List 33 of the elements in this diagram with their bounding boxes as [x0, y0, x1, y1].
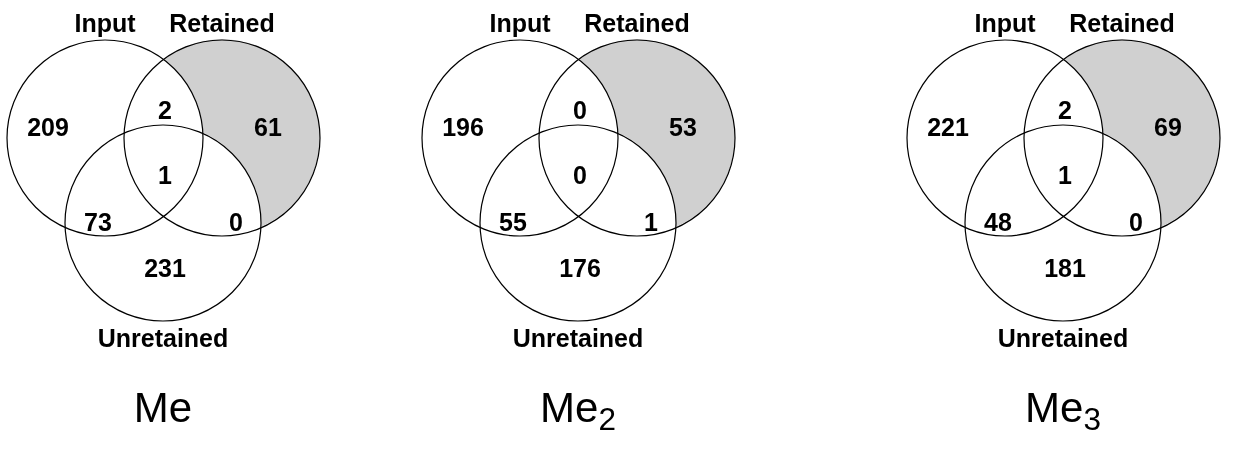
circle-label: Input	[489, 8, 551, 39]
circle-label: Unretained	[512, 323, 644, 354]
panel-title: Me	[133, 385, 193, 431]
circle-label: Retained	[1069, 8, 1175, 39]
region-count: 176	[559, 253, 601, 283]
region-count: 2	[158, 95, 172, 125]
region-count: 209	[27, 112, 69, 142]
region-count: 1	[158, 160, 172, 190]
region-count: 1	[1058, 160, 1072, 190]
region-count: 69	[1154, 112, 1182, 142]
circle-label: Unretained	[997, 323, 1129, 354]
region-count: 231	[144, 253, 186, 283]
region-count: 48	[984, 207, 1012, 237]
circle-label: Input	[74, 8, 136, 39]
region-count: 221	[927, 112, 969, 142]
region-count: 73	[84, 207, 112, 237]
region-count: 61	[254, 112, 282, 142]
circle-label: Retained	[169, 8, 275, 39]
circle-label: Retained	[584, 8, 690, 39]
region-count: 181	[1044, 253, 1086, 283]
region-count: 0	[573, 160, 587, 190]
region-count: 0	[573, 95, 587, 125]
region-count: 0	[229, 207, 243, 237]
panel-title: Me$_{3}$	[1025, 385, 1101, 431]
region-count: 1	[644, 207, 658, 237]
region-count: 2	[1058, 95, 1072, 125]
region-count: 55	[499, 207, 527, 237]
region-count: 53	[669, 112, 697, 142]
panel-title: Me$_{2}$	[540, 385, 616, 431]
region-count: 0	[1129, 207, 1143, 237]
circle-label: Input	[974, 8, 1036, 39]
circle-label: Unretained	[97, 323, 229, 354]
region-count: 196	[442, 112, 484, 142]
